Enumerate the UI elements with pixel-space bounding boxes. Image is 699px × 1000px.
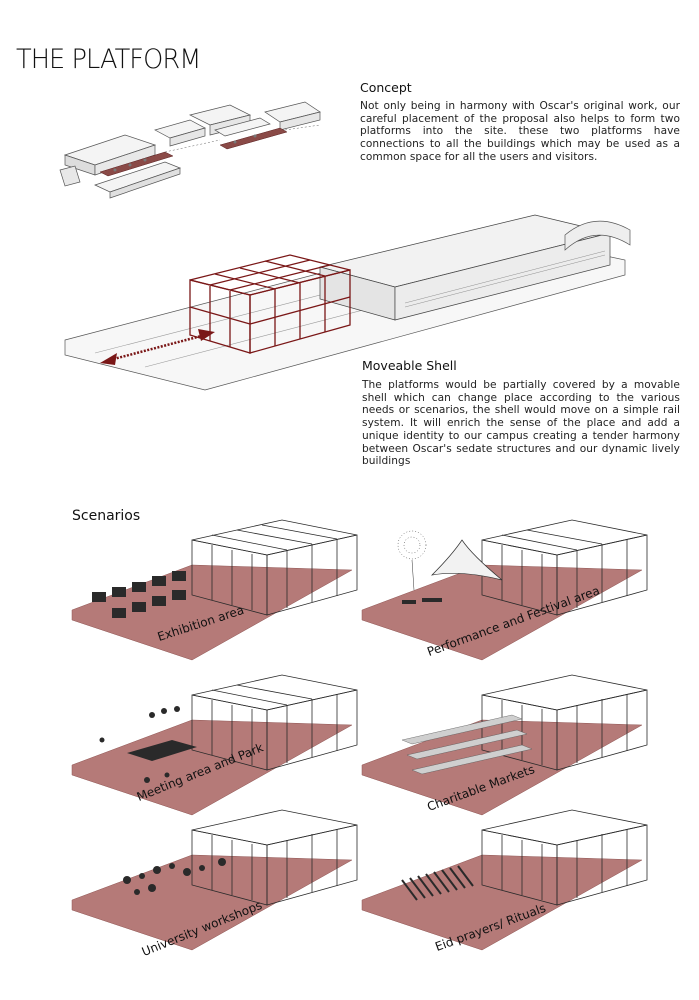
scenario-markets-diagram xyxy=(361,674,648,816)
scenario-performance-diagram xyxy=(361,519,648,661)
concept-site-diagram xyxy=(59,101,321,199)
scenario-eid-diagram xyxy=(361,809,648,951)
concept-text: Not only being in harmony with Oscar's o… xyxy=(360,100,680,163)
scenario-exhibition-diagram xyxy=(71,519,358,661)
concept-heading: Concept xyxy=(360,80,412,95)
scenario-meeting-diagram xyxy=(71,674,358,816)
shell-text: The platforms would be partially covered… xyxy=(362,379,680,468)
page-title: THE PLATFORM xyxy=(16,44,201,75)
moveable-shell-diagram xyxy=(64,214,631,391)
shell-heading: Moveable Shell xyxy=(362,358,457,373)
scenario-workshops-diagram xyxy=(71,809,358,951)
scenarios-heading: Scenarios xyxy=(72,508,141,524)
